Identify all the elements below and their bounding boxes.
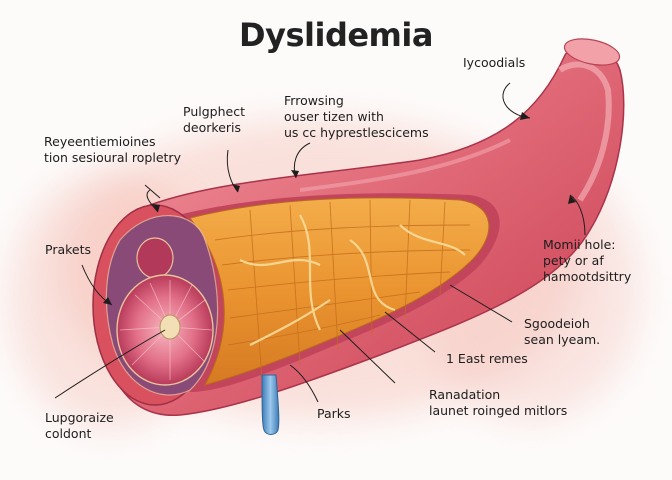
label-line: Ranadation — [429, 387, 501, 402]
label-iycoodials: Iycoodials — [463, 55, 525, 71]
artery-end-cap — [563, 38, 621, 66]
label-line: coldont — [45, 426, 92, 441]
label-line: tion sesioural ropletry — [44, 150, 181, 165]
label-line: Frrowsing — [284, 93, 344, 108]
label-line: pety or af — [543, 253, 604, 268]
label-line: Reyeentiemioines — [44, 134, 156, 149]
label-line: us cc hyprestlescicems — [284, 125, 429, 140]
label-parks: Parks — [317, 406, 351, 422]
label-momii: Momii hole: pety or af hamootdsittry — [543, 237, 631, 285]
label-line: Sgoodeioh — [524, 316, 590, 331]
label-line: Prakets — [45, 242, 92, 257]
label-line: 1 East remes — [446, 351, 528, 366]
label-line: Lupgoraize — [45, 410, 114, 425]
label-line: Momii hole: — [543, 237, 616, 252]
label-sgoodeioh: Sgoodeioh sean lyeam. — [524, 316, 600, 348]
lumen-core — [159, 314, 181, 340]
label-line: hamootdsittry — [543, 269, 632, 284]
blue-drip — [261, 374, 280, 435]
label-lupgoraize: Lupgoraize coldont — [45, 410, 114, 442]
label-prakets: Prakets — [45, 242, 91, 258]
label-line: launet roinged mitlors — [429, 403, 568, 418]
label-east-remes: 1 East remes — [446, 351, 528, 367]
label-line: Pulgphect — [183, 104, 245, 119]
label-line: sean lyeam. — [524, 332, 601, 347]
label-reyeentiemioines: Reyeentiemioines tion sesioural ropletry — [44, 134, 181, 166]
label-line: Parks — [317, 406, 351, 421]
label-ranadation: Ranadation launet roinged mitlors — [429, 387, 567, 419]
label-pulgphect: Pulgphect deorkeris — [183, 104, 245, 136]
label-line: ouser tizen with — [284, 109, 384, 124]
label-line: deorkeris — [183, 120, 242, 135]
diagram-title: Dyslidemia — [239, 16, 433, 54]
label-line: Iycoodials — [463, 55, 526, 70]
label-frrowsing: Frrowsing ouser tizen with us cc hyprest… — [284, 93, 429, 141]
